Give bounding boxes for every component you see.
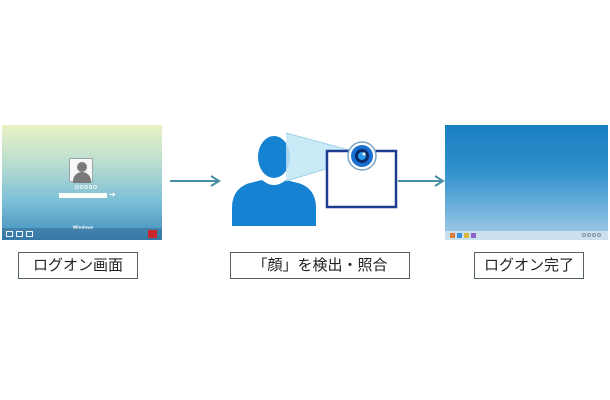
arrow-step1-to-step2 <box>170 175 221 187</box>
camera-beam <box>286 133 349 181</box>
network-icon <box>16 231 23 237</box>
app-icon <box>471 233 476 238</box>
password-field <box>59 193 107 198</box>
start-button-icon <box>450 233 455 238</box>
user-avatar-icon <box>69 158 93 183</box>
person-silhouette-icon <box>232 136 316 226</box>
desktop-taskbar <box>445 231 608 240</box>
logon-screen-thumbnail: ➔ Windows <box>2 125 162 240</box>
caption-logon-complete: ログオン完了 <box>474 252 584 279</box>
caption-logon-screen: ログオン画面 <box>18 252 138 279</box>
caption-face-detection: 「顔」を検出・照合 <box>230 252 410 279</box>
submit-arrow-icon: ➔ <box>109 190 116 199</box>
folder-icon <box>464 233 469 238</box>
tray-icons <box>582 233 604 238</box>
ease-of-access-icon <box>6 231 13 237</box>
logon-taskbar <box>2 228 162 240</box>
language-icon <box>26 231 33 237</box>
browser-icon <box>457 233 462 238</box>
camera-icon <box>347 141 377 171</box>
arrow-step2-to-step3 <box>398 175 445 187</box>
desktop-screen-thumbnail <box>445 125 608 240</box>
power-button-icon <box>148 230 157 238</box>
username-dots <box>75 185 97 191</box>
windows-brand-text: Windows <box>72 225 94 230</box>
